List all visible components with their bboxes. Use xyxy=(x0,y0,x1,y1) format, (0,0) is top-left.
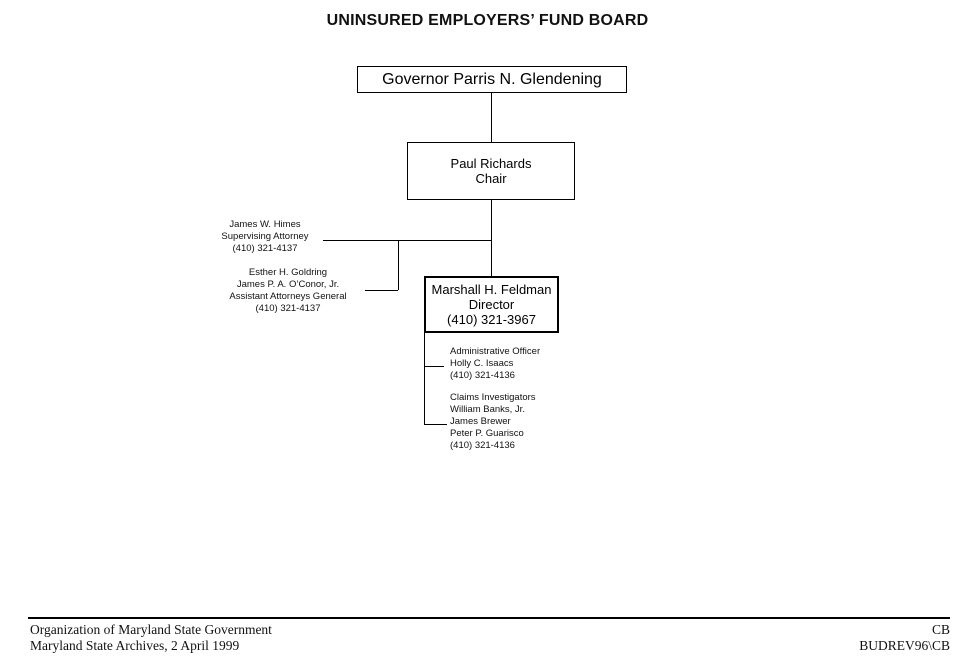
footer-reference-line-2: BUDREV96\CB xyxy=(859,637,950,653)
director-name: Marshall H. Feldman xyxy=(431,282,552,297)
chair-title: Chair xyxy=(475,171,507,186)
supervising-attorney-title: Supervising Attorney xyxy=(221,230,309,242)
assistant-attorney-name-1: Esther H. Goldring xyxy=(248,267,328,278)
claims-investigator-name-3: Peter P. Guarisco xyxy=(450,427,524,439)
director-box: Marshall H. Feldman Director (410) 321-3… xyxy=(424,276,559,333)
connector-attorneys-drop xyxy=(398,240,399,290)
connector-claims-investigators-tick xyxy=(424,424,447,425)
administrative-officer-phone: (410) 321-4136 xyxy=(450,369,515,381)
supervising-attorney-name: James W. Himes xyxy=(229,219,301,230)
governor-box: Governor Parris N. Glendening xyxy=(357,66,627,93)
administrative-officer-name: Holly C. Isaacs xyxy=(450,357,514,369)
footer-reference: CB BUDREV96\CB xyxy=(859,622,950,653)
footer-reference-line-1: CB xyxy=(931,622,950,637)
director-phone: (410) 321-3967 xyxy=(447,312,536,327)
footer-source: Organization of Maryland State Governmen… xyxy=(30,622,272,653)
claims-investigators-phone: (410) 321-4136 xyxy=(450,439,515,451)
assistant-attorneys-phone: (410) 321-4137 xyxy=(255,302,321,314)
administrative-officer-note: Administrative Officer Holly C. Isaacs (… xyxy=(450,346,620,382)
supervising-attorney-phone: (410) 321-4137 xyxy=(232,242,298,254)
connector-supervising-attorney-branch xyxy=(323,240,492,241)
footer-source-line-1: Organization of Maryland State Governmen… xyxy=(30,622,272,637)
connector-director-staff-drop xyxy=(424,333,425,424)
chair-box: Paul Richards Chair xyxy=(407,142,575,200)
supervising-attorney-note: James W. Himes Supervising Attorney (410… xyxy=(175,219,355,255)
page-title: UNINSURED EMPLOYERS’ FUND BOARD xyxy=(326,12,649,29)
footer-source-line-2: Maryland State Archives, 2 April 1999 xyxy=(30,637,240,653)
director-title: Director xyxy=(468,297,515,312)
chair-name: Paul Richards xyxy=(450,156,532,171)
administrative-officer-title: Administrative Officer xyxy=(450,346,541,357)
footer-divider xyxy=(28,617,950,619)
claims-investigator-name-1: William Banks, Jr. xyxy=(450,403,525,415)
connector-administrative-officer-tick xyxy=(424,366,444,367)
connector-assistant-attorneys-tick xyxy=(365,290,398,291)
assistant-attorneys-title: Assistant Attorneys General xyxy=(229,290,347,302)
connector-chair-to-director xyxy=(491,200,492,276)
claims-investigators-note: Claims Investigators William Banks, Jr. … xyxy=(450,392,620,452)
claims-investigator-name-2: James Brewer xyxy=(450,415,511,427)
assistant-attorney-name-2: James P. A. O’Conor, Jr. xyxy=(236,278,340,290)
connector-governor-to-chair xyxy=(491,93,492,142)
governor-label: Governor Parris N. Glendening xyxy=(382,70,602,88)
claims-investigators-title: Claims Investigators xyxy=(450,392,536,403)
assistant-attorneys-general-note: Esther H. Goldring James P. A. O’Conor, … xyxy=(198,267,378,315)
